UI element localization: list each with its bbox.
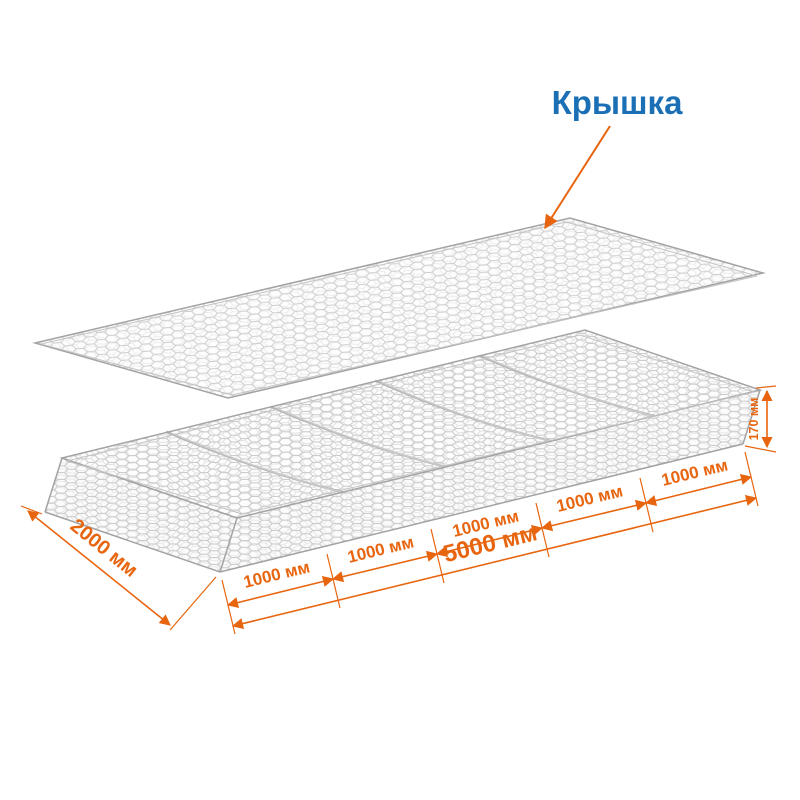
box-opening-mesh-2: [62, 330, 760, 518]
lid-outline: [32, 217, 766, 399]
box-rim-wire-edging: [65, 334, 756, 515]
lid-wire-edging: [40, 221, 758, 396]
segment-tick-5: [744, 451, 759, 507]
height-dimension-label: 170 мм: [747, 398, 761, 441]
height-dimension: 170 мм: [744, 385, 777, 453]
diaphragm-line-echo: [486, 357, 663, 419]
diaphragms: [165, 354, 663, 495]
height-extension-top: [755, 385, 777, 389]
lid-callout: Крышка: [544, 84, 684, 230]
width-dimension-line: [27, 510, 171, 626]
diaphragm-line-echo: [277, 408, 454, 470]
total-length-dimension-line: [231, 494, 758, 630]
diaphragm-line-echo: [382, 382, 559, 444]
box-corner-edge-east: [742, 389, 761, 445]
height-extension-bottom: [744, 445, 777, 453]
box-corner-edge-west: [44, 457, 63, 513]
lid-panel: [32, 217, 766, 399]
width-extension-right: [169, 576, 217, 631]
callout-label: Крышка: [552, 84, 684, 121]
callout-leader-line: [544, 125, 611, 230]
diaphragm-line-echo: [173, 433, 350, 495]
lid-mesh-layer-2: [35, 218, 763, 398]
